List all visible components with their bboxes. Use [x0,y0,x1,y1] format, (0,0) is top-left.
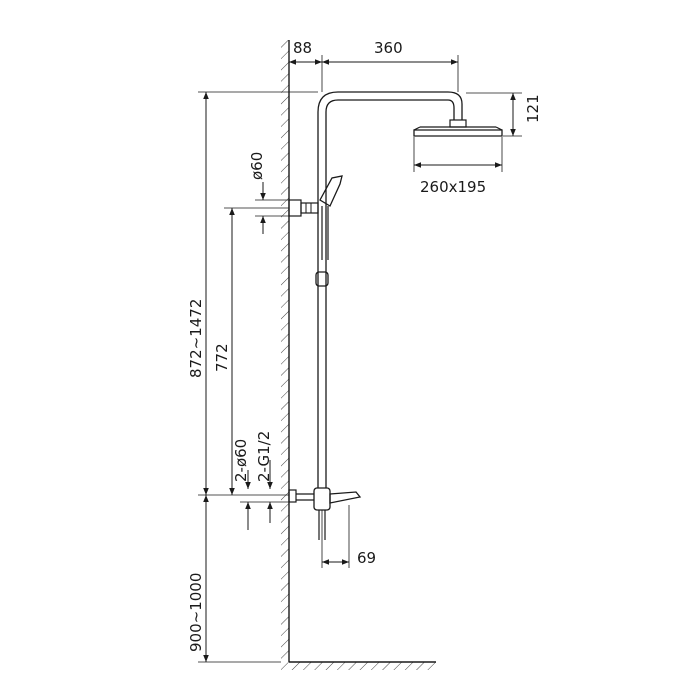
floor [281,661,436,670]
dim-head-size: 260x195 [413,137,503,196]
dim-arm-length-label: 360 [374,39,403,57]
dim-head-size-label: 260x195 [420,178,486,196]
dim-bracket-distance-label: 772 [213,343,231,372]
dim-bracket-distance: 772 [213,207,289,495]
dim-mount-height-label: 900~1000 [187,573,205,652]
rain-shower-head [413,119,503,137]
dim-inlets: 2-ø60 2-G1/2 [232,431,289,530]
mixer-valve [288,487,331,540]
dim-arm-length: 360 [322,39,459,92]
dim-spout-offset: 69 [321,505,376,568]
hand-shower [319,175,343,260]
dim-outlet-diameter-label: ø60 [248,152,266,180]
wall [281,40,290,662]
slide-holder [315,271,329,287]
wall-outlet [288,199,319,217]
dim-height-range: 872~1472 [187,91,318,496]
dim-wall-offset: 88 [289,39,323,92]
dim-inlet-flanges-label: 2-ø60 [232,439,250,482]
bath-spout [329,491,362,504]
overhead-arm [317,91,463,120]
dim-head-height-label: 121 [524,94,542,123]
dim-outlet-diameter: ø60 [248,152,289,234]
riser-pipe [317,112,327,488]
dim-spout-offset-label: 69 [357,549,376,567]
dim-mount-height: 900~1000 [187,495,281,663]
dim-wall-offset-label: 88 [293,39,312,57]
dim-height-range-label: 872~1472 [187,299,205,378]
dim-inlet-threads-label: 2-G1/2 [255,431,273,482]
dim-head-height: 121 [466,92,542,137]
